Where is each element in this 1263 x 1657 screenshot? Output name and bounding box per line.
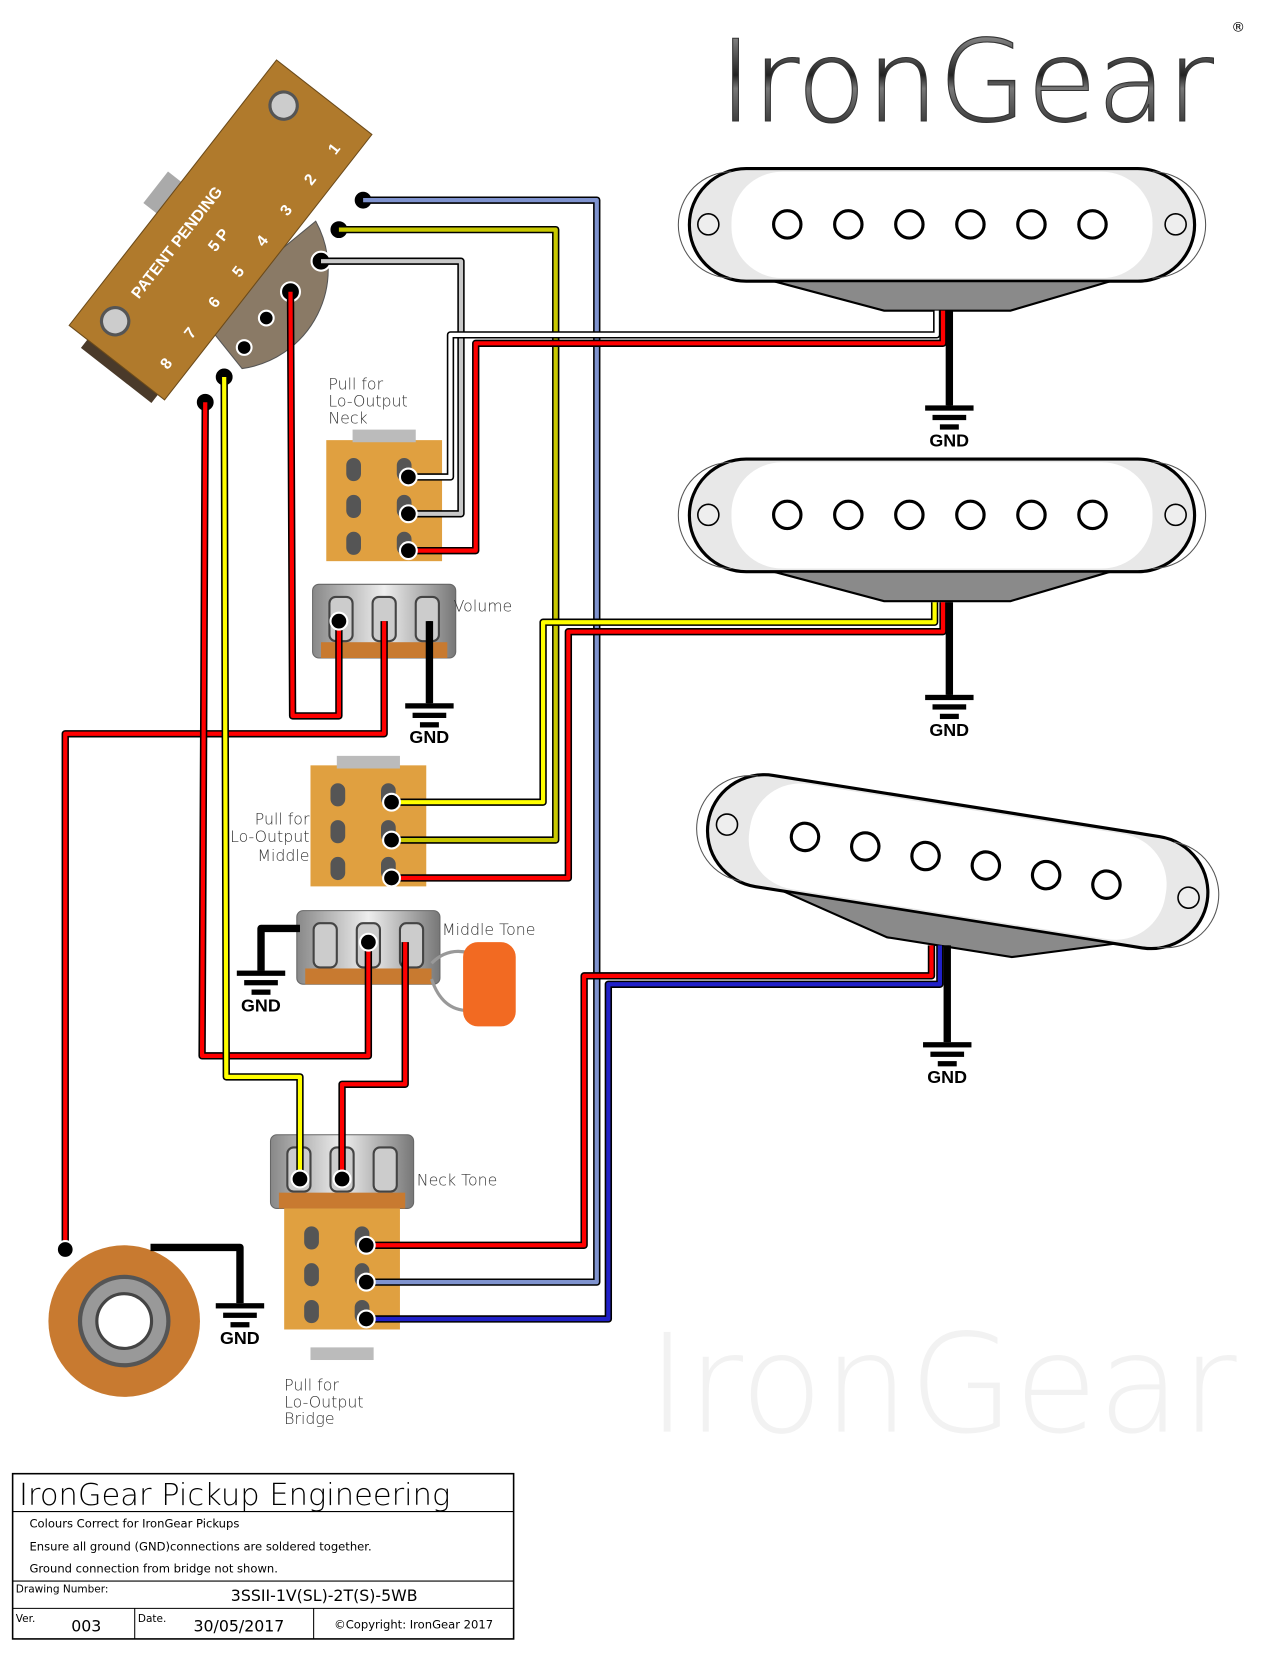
ground-icon	[925, 405, 974, 430]
solder-lug	[398, 504, 418, 524]
neck-tone-pot	[269, 1133, 415, 1361]
version: 003	[71, 1617, 101, 1636]
wire-outline	[363, 196, 601, 1286]
gnd-label: GND	[241, 996, 281, 1016]
solder-lug	[398, 541, 418, 561]
gnd-label: GND	[409, 727, 449, 747]
wire-outline	[366, 945, 944, 1323]
volume-label: Volume	[454, 597, 513, 616]
volume-pot	[311, 429, 457, 660]
title-block-title: IronGear Pickup Engineering	[19, 1478, 450, 1513]
dark-yellow-wire	[338, 227, 558, 843]
black-wire	[258, 926, 300, 971]
red-wire	[288, 291, 342, 718]
gnd-label: GND	[929, 720, 969, 740]
wire-outline	[366, 945, 936, 1249]
wires	[55, 196, 954, 1329]
light-blue-wire	[363, 198, 599, 1285]
red-wire	[199, 402, 371, 1058]
solder-lug	[358, 932, 378, 952]
irongear-logo: IronGear ®	[718, 15, 1245, 149]
grey-wire	[321, 259, 464, 516]
ver-label: Ver.	[16, 1613, 36, 1625]
neck-tone-label: Neck Tone	[417, 1170, 498, 1189]
wire-outline	[257, 924, 300, 971]
copyright: ©Copyright: IronGear 2017	[334, 1617, 493, 1631]
gnd-label: GND	[220, 1328, 260, 1348]
black-wire	[150, 1245, 243, 1304]
yellow-wire	[391, 602, 937, 805]
solder-lug	[332, 1169, 352, 1189]
five-way-switch: PATENT PENDING 5 P 1 2 3 4 5 6 7 8	[68, 59, 374, 413]
red-wire	[408, 310, 946, 553]
red-wire	[339, 942, 408, 1179]
ground-icon	[236, 970, 286, 995]
neck-pickup	[676, 167, 1208, 313]
date-label: Date.	[138, 1613, 166, 1625]
solder-lug	[382, 792, 402, 812]
solder-lug	[382, 830, 402, 850]
red-wire	[391, 602, 946, 881]
ground-icon	[923, 1042, 972, 1067]
middle-pickup	[676, 457, 1208, 603]
title-block-note: Ensure all ground (GND)connections are s…	[29, 1540, 371, 1554]
title-block: IronGear Pickup Engineering Colours Corr…	[11, 1472, 515, 1640]
title-block-note: Ground connection from bridge not shown.	[29, 1562, 277, 1576]
solder-lug	[398, 467, 418, 487]
capacitor	[430, 942, 516, 1027]
gnd-label: GND	[929, 430, 969, 450]
watermark: IronGear	[647, 1306, 1237, 1465]
middle-tone-label: Middle Tone	[442, 920, 535, 939]
title-block-note: Colours Correct for IronGear Pickups	[29, 1516, 239, 1530]
solder-lug	[356, 1235, 376, 1255]
ground-icon	[215, 1303, 265, 1328]
svg-text:IronGear: IronGear	[719, 15, 1214, 148]
dark-blue-wire	[366, 945, 942, 1322]
middle-tone-pot	[295, 755, 441, 986]
solder-lug	[382, 868, 402, 888]
solder-lug	[356, 1272, 376, 1292]
white-wire	[408, 310, 939, 480]
ground-icon	[925, 694, 974, 720]
gnd-label: GND	[927, 1067, 967, 1087]
date: 30/05/2017	[193, 1617, 284, 1636]
red-wire	[366, 945, 934, 1248]
solder-lug	[290, 1169, 310, 1189]
solder-lug	[356, 1309, 376, 1329]
svg-text:®: ®	[1231, 20, 1245, 36]
output-jack	[48, 1245, 200, 1397]
bridge-pickup	[682, 763, 1229, 990]
ground-icon	[405, 703, 454, 728]
yellow-wire	[222, 376, 303, 1179]
drawing-number-label: Drawing Number:	[16, 1584, 109, 1596]
solder-lug	[329, 611, 349, 631]
solder-lug	[55, 1240, 75, 1259]
drawing-number: 3SSII-1V(SL)-2T(S)-5WB	[231, 1586, 418, 1605]
